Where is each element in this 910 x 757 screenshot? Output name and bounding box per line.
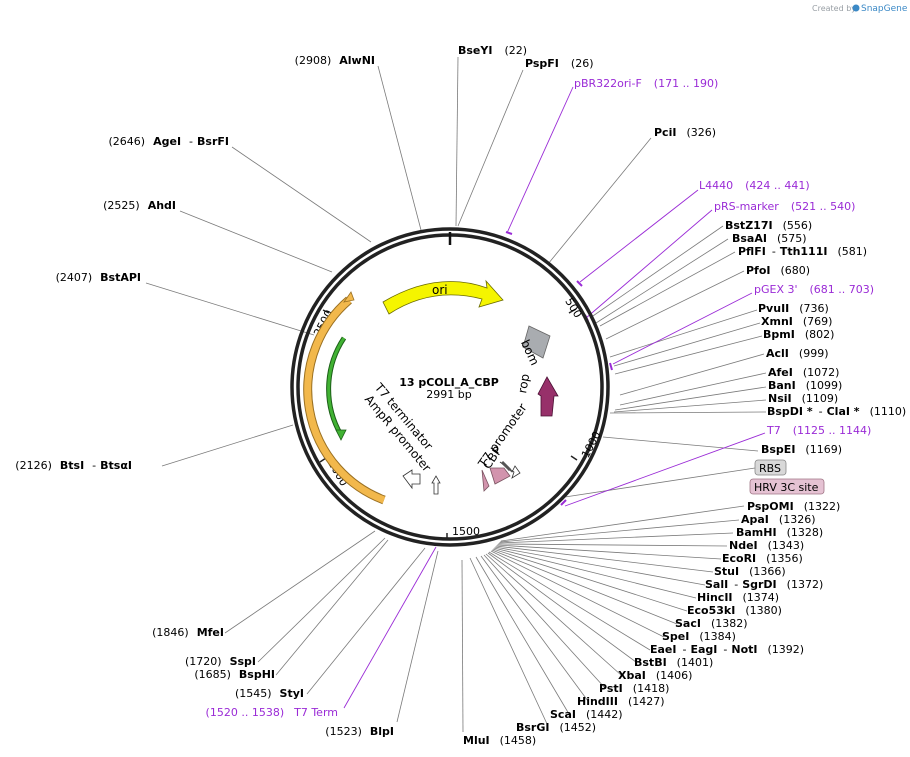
site-sspi[interactable]: (1720)SspI <box>185 655 256 668</box>
site-pvuii[interactable]: PvuII(736) <box>758 302 829 315</box>
connector-lines <box>145 56 767 733</box>
tick-label-1500: 1500 <box>452 525 480 538</box>
site-bani[interactable]: BanI(1099) <box>768 379 842 392</box>
site-bspdi[interactable]: BspDI *-ClaI *(1110) <box>767 405 906 418</box>
site-apai[interactable]: ApaI(1326) <box>741 513 815 526</box>
site-hincii[interactable]: HincII(1374) <box>697 591 779 604</box>
site-mfei[interactable]: (1846)MfeI <box>152 626 224 639</box>
site-bpmi[interactable]: BpmI(802) <box>763 328 834 341</box>
ampr-inner-arrow[interactable] <box>327 337 346 436</box>
site-bspei[interactable]: BspEI(1169) <box>761 443 842 456</box>
rbs-mark <box>500 460 512 472</box>
primer-t7[interactable]: T7(1125 .. 1144) <box>766 424 871 437</box>
site-pfoi[interactable]: PfoI(680) <box>746 264 810 277</box>
primer-lines <box>343 86 766 709</box>
snapgene-brand: SnapGene <box>861 4 908 14</box>
site-xmni[interactable]: XmnI(769) <box>761 315 832 328</box>
site-mlui[interactable]: MluI(1458) <box>463 734 536 747</box>
rbs-label: RBS <box>759 462 781 475</box>
backbone-outer-ring <box>290 227 610 547</box>
site-eco53ki[interactable]: Eco53kI(1380) <box>687 604 782 617</box>
rop-arrow[interactable] <box>537 376 559 417</box>
site-bstapi[interactable]: (2407)BstAPI <box>56 271 141 284</box>
snapgene-logo-icon <box>852 4 860 12</box>
site-spei[interactable]: SpeI(1384) <box>662 630 736 643</box>
ampr-arrow[interactable] <box>304 297 386 504</box>
site-pspfi[interactable]: PspFI(26) <box>525 57 594 70</box>
site-xbai[interactable]: XbaI(1406) <box>618 669 692 682</box>
ampr-arrowhead <box>343 291 355 303</box>
site-eaei[interactable]: EaeI-EagI-NotI(1392) <box>650 643 804 656</box>
site-nsii[interactable]: NsiI(1109) <box>768 392 838 405</box>
rop-label: rop <box>515 373 532 395</box>
primer-labels: pBR322ori-F(171 .. 190) L4440(424 .. 441)… <box>574 77 874 437</box>
ori-arrow[interactable] <box>382 279 504 315</box>
site-agei[interactable]: (2646)AgeI-BsrFI <box>109 135 229 148</box>
scale-ticks: 500 1000 1500 2000 2500 <box>311 296 604 540</box>
right-site-labels: PciI(326) BstZ17I(556)BsaAI(575)PflFI-Tth… <box>463 126 906 747</box>
site-pcii[interactable]: PciI(326) <box>654 126 716 139</box>
ampr-promoter-arrow[interactable] <box>431 475 441 495</box>
left-site-labels: (2908)AlwNI (2646)AgeI-BsrFI (2525)AhdI (24… <box>15 54 394 738</box>
primer-t7-term[interactable]: (1520 .. 1538)T7 Term <box>206 706 338 719</box>
site-alwni[interactable]: (2908)AlwNI <box>295 54 375 67</box>
site-styi[interactable]: (1545)StyI <box>235 687 304 700</box>
site-ndei[interactable]: NdeI(1343) <box>729 539 804 552</box>
ori-label: ori <box>432 283 448 297</box>
site-scai[interactable]: ScaI(1442) <box>550 708 623 721</box>
hrv-box[interactable] <box>749 478 825 495</box>
site-psti[interactable]: PstI(1418) <box>599 682 669 695</box>
site-afei[interactable]: AfeI(1072) <box>768 366 839 379</box>
hrv-site-feature[interactable] <box>481 469 490 492</box>
hrv-label: HRV 3C site <box>754 481 819 494</box>
site-bseyi[interactable]: BseYI(22) <box>458 44 527 57</box>
bom-feature[interactable] <box>522 325 551 359</box>
site-acli[interactable]: AclI(999) <box>766 347 829 360</box>
site-pflfi[interactable]: PflFI-Tth111I(581) <box>738 245 867 258</box>
site-bsphi[interactable]: (1685)BspHI <box>194 668 275 681</box>
site-btsi[interactable]: (2126)BtsI-BtsαI <box>15 459 132 472</box>
site-ahdi[interactable]: (2525)AhdI <box>103 199 176 212</box>
primer-l4440[interactable]: L4440(424 .. 441) <box>699 179 810 192</box>
site-stui[interactable]: StuI(1366) <box>714 565 786 578</box>
t7-terminator-arrow[interactable] <box>402 469 421 490</box>
site-bsaai[interactable]: BsaAI(575) <box>732 232 807 245</box>
rbs-box[interactable] <box>754 459 787 476</box>
site-hindiii[interactable]: HindIII(1427) <box>577 695 665 708</box>
site-bstbi[interactable]: BstBI(1401) <box>634 656 713 669</box>
plasmid-length: 2991 bp <box>426 388 471 401</box>
ampr-inner-arrowhead <box>335 429 347 441</box>
cbp-feature[interactable] <box>489 467 511 485</box>
site-bsrgi[interactable]: BsrGI(1452) <box>516 721 596 734</box>
tick-label-1000: 1000 <box>579 429 604 460</box>
site-bstz17i[interactable]: BstZ17I(556) <box>725 219 812 232</box>
created-by-text: Created by <box>812 4 856 13</box>
site-blpi[interactable]: (1523)BlpI <box>325 725 394 738</box>
primer-pgex3[interactable]: pGEX 3'(681 .. 703) <box>754 283 874 296</box>
site-bamhi[interactable]: BamHI(1328) <box>736 526 823 539</box>
site-ecori[interactable]: EcoRI(1356) <box>722 552 803 565</box>
site-pspomi[interactable]: PspOMI(1322) <box>747 500 840 513</box>
site-sali[interactable]: SalI-SgrDI(1372) <box>705 578 823 591</box>
plasmid-name: 13 pCOLI_A_CBP <box>399 376 499 389</box>
primer-prsmarker[interactable]: pRS-marker(521 .. 540) <box>714 200 855 213</box>
primer-pbr322orif[interactable]: pBR322ori-F(171 .. 190) <box>574 77 718 90</box>
site-saci[interactable]: SacI(1382) <box>675 617 748 630</box>
